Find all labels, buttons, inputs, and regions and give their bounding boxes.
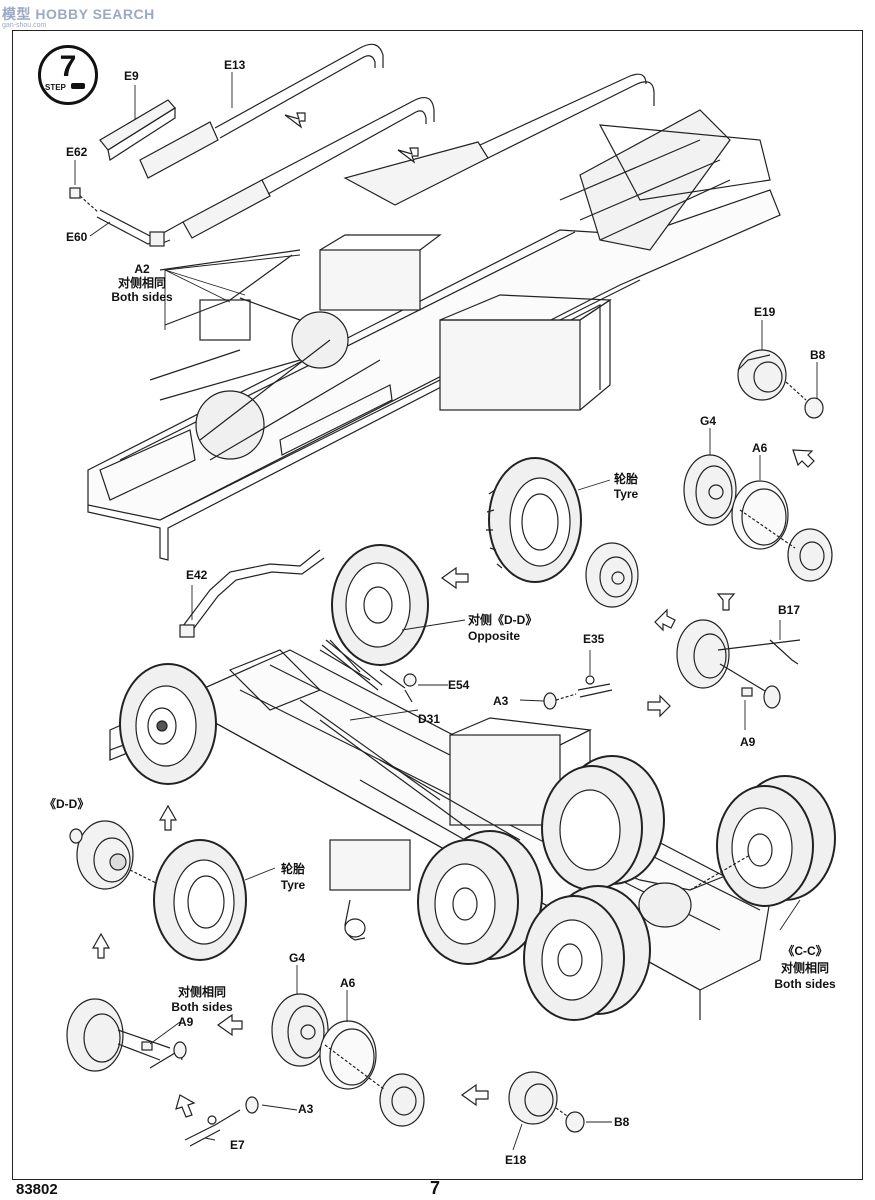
label-opposite-cn: 对侧《D-D》 [468,613,538,627]
label-e7: E7 [230,1138,245,1152]
label-a2: A2 [134,262,150,276]
label-e9: E9 [124,69,139,83]
part-e7-a3 [184,1096,259,1147]
label-both-sides-cn-right: 对侧相同 [780,961,830,975]
arrow-icon [216,1013,243,1037]
part-e35-a3 [543,675,613,710]
label-a6-top: A6 [752,441,768,455]
rear-wheels-mid [541,755,665,891]
label-both-sides-cn-top: 对侧相同 [117,276,167,290]
hub-e19 [737,349,824,419]
arrow-icon [175,1094,196,1118]
arrow-icon [440,566,469,590]
arrow-icon [91,932,111,959]
label-b8-bottom: B8 [614,1115,630,1129]
step-badge: 7 STEP [38,45,98,105]
arrow-icon [158,804,178,831]
label-a3-mid: A3 [493,694,509,708]
watermark-url: gan-shou.com [2,22,47,29]
wheel-cc [689,775,836,907]
ring-a6-bottom [319,1020,377,1090]
label-tyre-en-top: Tyre [613,487,639,501]
label-both-sides-en-bottom: Both sides [171,1000,233,1014]
label-a6-bottom: A6 [340,976,356,990]
brake-drum-bottom [324,1044,425,1127]
model-number: 83802 [16,1181,58,1198]
label-tyre-cn-top: 轮胎 [613,472,639,486]
wheel-hub-top [585,542,639,608]
arrow-icon [654,608,676,632]
tyre-bottom [153,839,247,961]
label-g4-bottom: G4 [289,951,306,965]
arrow-icon [647,694,671,718]
label-both-sides-en-right: Both sides [774,977,836,991]
leader-lines [74,72,818,1151]
label-opposite-en: Opposite [468,629,521,643]
arrow-icon [716,593,736,611]
exhaust-muffler-right [343,73,655,206]
label-tyre-cn-bottom: 轮胎 [280,862,306,876]
step-number: 7 [59,50,77,83]
label-g4-top: G4 [700,414,717,428]
label-both-sides-cn-bottom: 对侧相同 [177,985,227,999]
part-d31-e54 [321,639,417,703]
label-e18: E18 [505,1153,527,1167]
front-right-wheel [331,544,429,666]
label-both-sides-en-top: Both sides [111,290,173,304]
brake-drum-top [739,509,833,582]
rear-wheels-front [417,830,543,965]
label-e42: E42 [186,568,208,582]
label-a9-right: A9 [740,735,756,749]
arrow-icon [792,449,815,468]
exhaust-pipe-e13 [139,43,384,179]
label-e35: E35 [583,632,605,646]
top-chassis [87,109,781,561]
page-number: 7 [430,1178,441,1198]
rim-g4-top [683,454,737,526]
label-b8-top: B8 [810,348,826,362]
rear-wheels-back [523,885,651,1021]
rim-bottom-left [66,998,187,1072]
step-label: STEP [45,83,66,92]
label-a3-bottom: A3 [298,1102,314,1116]
front-left-wheel [119,663,217,785]
watermark-logo: 模型 HOBBY SEARCH [2,6,155,22]
exhaust-e42 [179,549,325,638]
label-tyre-en-bottom: Tyre [280,878,306,892]
label-e60: E60 [66,230,88,244]
exhaust-bracket-e9 [99,99,176,161]
rim-middle-right [676,619,801,709]
label-a9-bottom: A9 [178,1015,194,1029]
hub-e18 [508,1071,585,1133]
label-e13: E13 [224,58,246,72]
label-cc: 《C-C》 [782,944,828,958]
rim-g4-bottom [271,993,329,1067]
label-e54: E54 [448,678,470,692]
label-e19: E19 [754,305,776,319]
instruction-frame [12,30,863,1180]
exhaust-tail-e60 [69,187,165,247]
tyre-top [486,457,582,583]
hub-dd [69,820,171,891]
ring-a6-top [731,480,789,550]
label-e62: E62 [66,145,88,159]
label-dd: 《D-D》 [44,797,90,811]
label-d31: D31 [418,712,441,726]
tank-icon [71,83,85,89]
arrow-icons [284,112,419,164]
arrow-icon [460,1083,489,1107]
label-b17: B17 [778,603,801,617]
